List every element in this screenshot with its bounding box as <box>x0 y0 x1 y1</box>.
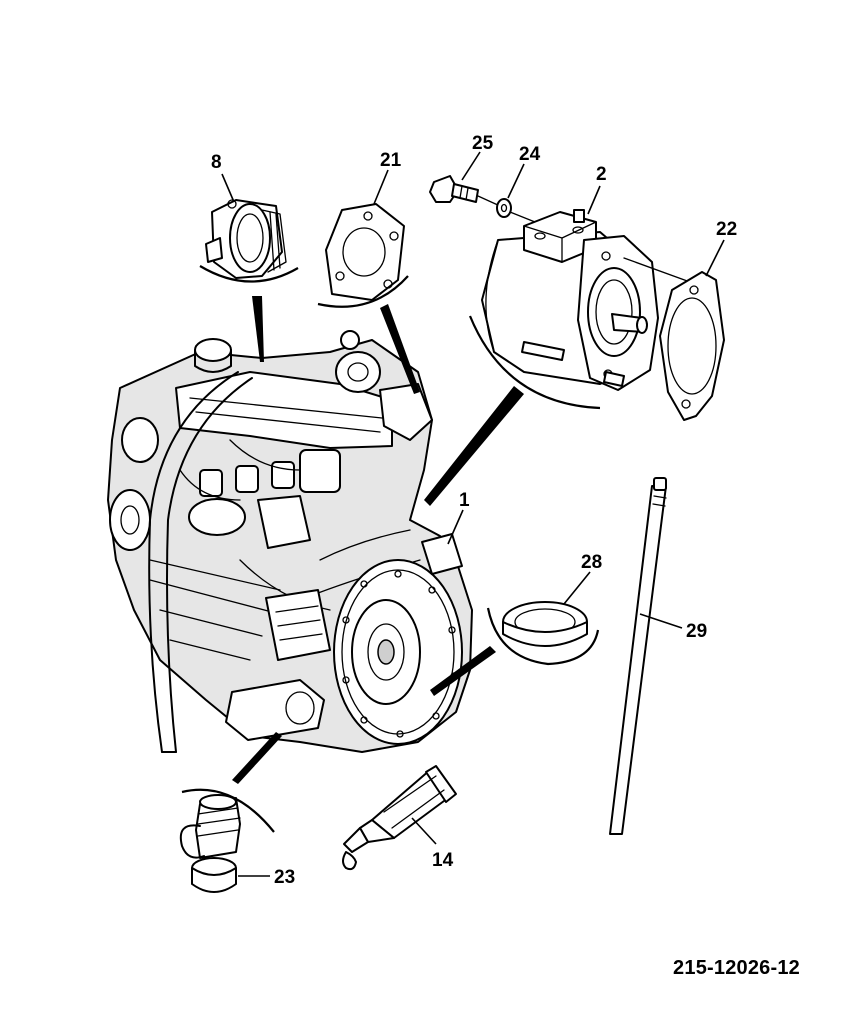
pointer-21 <box>380 304 420 394</box>
leader-29 <box>639 613 683 629</box>
leader-2 <box>587 185 601 215</box>
leader-22 <box>705 239 725 277</box>
leader-28 <box>563 571 591 605</box>
callout-labels: 1 2 8 14 21 22 23 24 25 28 29 <box>211 133 737 888</box>
part-28-seal <box>486 601 600 666</box>
callout-28: 28 <box>581 552 602 573</box>
leader-lines <box>221 151 725 877</box>
engine-assembly <box>107 330 473 753</box>
callout-23: 23 <box>274 867 295 888</box>
callout-22: 22 <box>716 219 737 240</box>
callout-25: 25 <box>472 133 494 154</box>
leader-14 <box>411 817 437 845</box>
pointer-2 <box>424 386 524 506</box>
callout-21: 21 <box>380 150 402 171</box>
callout-24: 24 <box>519 144 541 165</box>
part-29-dipstick <box>609 477 667 835</box>
callout-8: 8 <box>211 152 222 173</box>
callout-29: 29 <box>686 621 707 642</box>
leader-24 <box>507 163 525 199</box>
callout-1: 1 <box>459 490 470 511</box>
part-2-hydraulic-pump <box>468 209 659 410</box>
part-23-fitting-cap <box>179 788 275 893</box>
pointer-8 <box>252 296 264 362</box>
part-22-flange-gasket <box>659 271 725 421</box>
part-14-sealant-tube <box>342 765 457 871</box>
part-21-gasket <box>317 203 409 308</box>
pointer-23 <box>232 732 282 784</box>
callout-2: 2 <box>596 164 607 185</box>
part-25-bolt <box>429 175 479 203</box>
leader-21 <box>373 169 389 205</box>
figure-reference-number: 215-12026-12 <box>673 957 800 979</box>
part-8-seal-sleeve <box>199 199 299 283</box>
leader-8 <box>221 173 235 203</box>
leader-1 <box>447 509 464 545</box>
part-24-washer <box>496 198 512 218</box>
callout-14: 14 <box>432 850 454 871</box>
leader-25 <box>461 151 481 181</box>
pointer-28 <box>430 646 496 696</box>
